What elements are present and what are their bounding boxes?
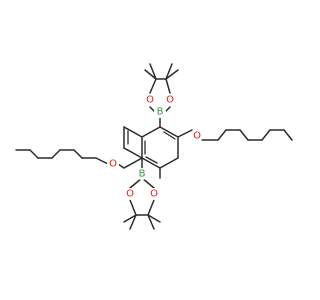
aromatic-double-bond — [145, 156, 158, 164]
atom-label-background — [107, 158, 119, 170]
bond — [123, 214, 137, 223]
bond — [149, 78, 157, 94]
background — [0, 0, 300, 300]
atom-label-background — [164, 94, 176, 106]
atom-label-background — [148, 188, 160, 200]
bond — [117, 163, 125, 169]
bond — [239, 129, 249, 141]
bond — [283, 129, 293, 141]
atom-label-background — [154, 106, 166, 118]
atom-label-background — [124, 188, 136, 200]
bond — [141, 157, 161, 169]
bond — [141, 126, 161, 138]
bond — [165, 63, 173, 80]
oxygen-atom-label: O — [109, 159, 117, 170]
boron-atom-label: B — [157, 107, 164, 118]
aromatic-double-bond — [163, 131, 176, 140]
chemical-structure-diagram: B O O O O B O O — [0, 0, 300, 300]
bond — [147, 199, 155, 216]
bond — [261, 129, 271, 141]
bond — [159, 126, 179, 138]
bond — [51, 149, 61, 159]
bond — [159, 157, 179, 169]
bond — [95, 157, 109, 165]
bond — [147, 214, 155, 230]
bond — [144, 69, 157, 80]
bond — [129, 177, 143, 189]
bond — [29, 149, 39, 159]
oxygen-atom-label: O — [193, 131, 201, 142]
bond — [73, 149, 83, 159]
bond — [147, 214, 161, 223]
oxygen-atom-label: O — [126, 189, 134, 200]
atom-label-background — [144, 94, 156, 106]
atom-labels: B O O O O B O O — [107, 94, 203, 200]
atom-label-background — [136, 168, 148, 180]
bond — [129, 199, 137, 216]
bond — [165, 78, 171, 94]
atom-label-background — [191, 130, 203, 142]
bond — [129, 214, 137, 230]
boron-atom-label: B — [139, 169, 146, 180]
bond — [149, 63, 157, 80]
bond — [165, 69, 179, 80]
bond — [123, 147, 143, 159]
bond — [123, 157, 143, 169]
bond — [177, 129, 193, 138]
bond — [141, 177, 155, 189]
oxygen-atom-label: O — [166, 95, 174, 106]
bond — [217, 129, 227, 141]
oxygen-atom-label: O — [150, 189, 158, 200]
bond-skeleton — [15, 63, 293, 230]
bond — [123, 126, 143, 138]
oxygen-atom-label: O — [146, 95, 154, 106]
